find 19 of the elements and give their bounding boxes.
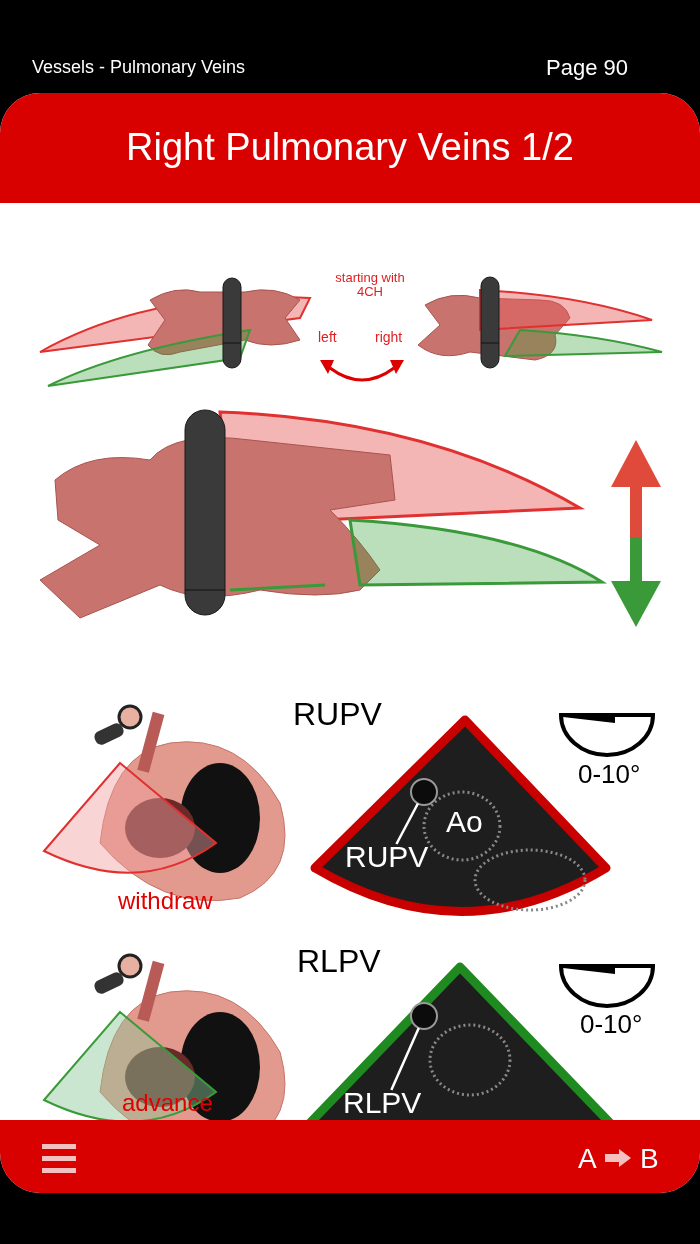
- maneuver-label: withdraw: [118, 888, 213, 915]
- direction-label: right: [375, 330, 403, 346]
- header-section-label: Vessels - Pulmonary Veins: [32, 58, 246, 78]
- structure-label: RLPV: [343, 1086, 422, 1119]
- angle-label: 0-10°: [580, 1010, 643, 1039]
- direction-label: left: [318, 330, 337, 346]
- structure-label: Ao: [446, 805, 483, 838]
- page-title: Right Pulmonary Veins 1/2: [125, 127, 575, 169]
- structure-label: RUPV: [345, 840, 429, 873]
- maneuver-label: advance: [122, 1090, 213, 1117]
- angle-label: 0-10°: [578, 760, 641, 789]
- view-heading: RUPV: [293, 697, 382, 733]
- annotation-text: starting with 4CH: [334, 271, 406, 300]
- leader-line: [395, 802, 420, 845]
- leader-line: [390, 1027, 420, 1091]
- view-heading: RLPV: [297, 944, 381, 980]
- page-number: Page 90: [546, 56, 628, 81]
- nav-label: A: [578, 1144, 597, 1175]
- nav-label: B: [640, 1144, 659, 1175]
